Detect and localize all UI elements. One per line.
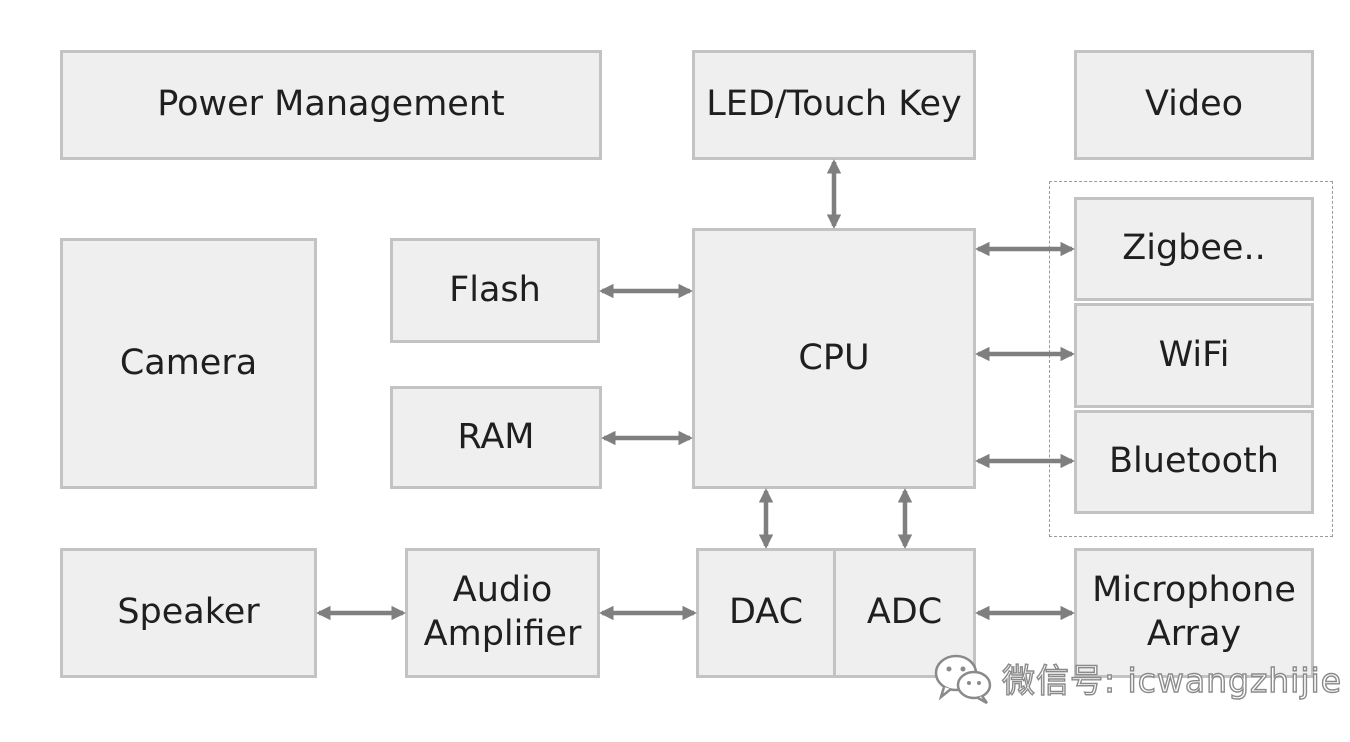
camera-block: Camera xyxy=(60,238,317,489)
power-management-block: Power Management xyxy=(60,50,602,160)
wechat-icon xyxy=(934,654,992,705)
watermark: 微信号: icwangzhijie xyxy=(932,648,1342,708)
ram-block: RAM xyxy=(390,386,602,489)
dac-block: DAC xyxy=(696,548,836,678)
wifi-block: WiFi xyxy=(1074,303,1314,408)
bluetooth-block: Bluetooth xyxy=(1074,410,1314,514)
video-block: Video xyxy=(1074,50,1314,160)
cpu-block: CPU xyxy=(692,228,976,489)
flash-block: Flash xyxy=(390,238,600,343)
microphone-array-block: Microphone Array xyxy=(1074,548,1314,678)
zigbee-block: Zigbee.. xyxy=(1074,197,1314,301)
watermark-text: 微信号: icwangzhijie xyxy=(1001,660,1342,700)
led-touch-key-block: LED/Touch Key xyxy=(692,50,976,160)
speaker-block: Speaker xyxy=(60,548,317,678)
audio-amplifier-block: Audio Amplifier xyxy=(405,548,600,678)
